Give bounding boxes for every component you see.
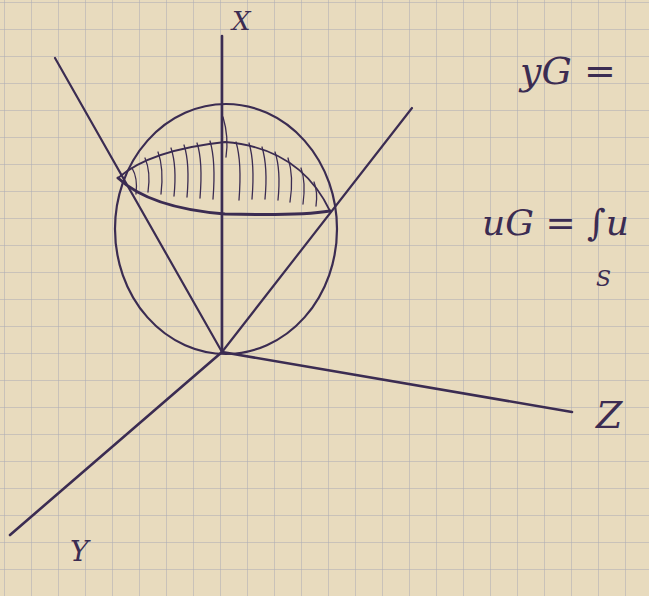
- z-axis: [222, 352, 572, 412]
- sphere-outline: [115, 104, 337, 354]
- cap-front-edge: [118, 178, 330, 215]
- diagonal-line: [222, 108, 412, 352]
- cap-back-edge: [118, 142, 330, 211]
- y-axis: [10, 352, 222, 535]
- formula-text: S: [596, 268, 611, 290]
- axis-label: X: [232, 8, 251, 34]
- axis-label: Z: [596, 396, 622, 434]
- cap-hatching: [132, 117, 317, 206]
- x-axis: [221, 36, 224, 352]
- formula-text: yG =: [520, 52, 616, 90]
- formula-text: uG = ∫u: [482, 205, 629, 241]
- diagonal-line: [55, 58, 222, 352]
- axis-label: Y: [70, 538, 88, 566]
